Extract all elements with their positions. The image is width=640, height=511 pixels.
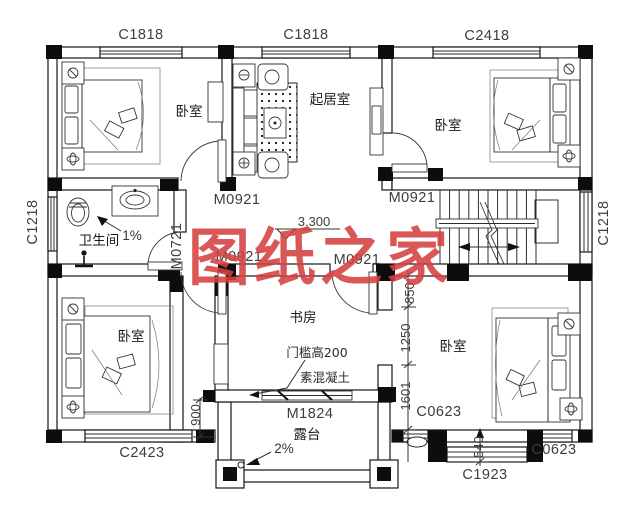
windows xyxy=(47,46,593,463)
label-door-m0921-b: M0921 xyxy=(389,190,436,206)
nightstand-tl-top xyxy=(61,61,85,85)
bathroom-fixtures xyxy=(66,185,159,268)
armchair-top xyxy=(257,63,289,91)
window-c1818-a xyxy=(99,46,183,59)
side-table-top xyxy=(232,63,256,88)
wardrobe-tl xyxy=(207,81,224,123)
level-symbol xyxy=(275,228,340,240)
armchair-bottom xyxy=(257,151,289,179)
slope-arrow-2pct xyxy=(237,451,272,469)
label-level-3300: 3.300 xyxy=(298,214,331,229)
nightstand-br-bottom xyxy=(559,397,583,421)
label-window-c1818-b: C1818 xyxy=(283,27,328,43)
label-dim-540: 540 xyxy=(471,436,486,458)
bed-bl xyxy=(61,305,174,415)
label-window-c1218-right: C1218 xyxy=(596,200,612,245)
stair-direction-arrow xyxy=(458,243,520,251)
window-c2418 xyxy=(432,46,541,59)
wall-knob xyxy=(406,436,428,448)
slope-arrow-1pct xyxy=(97,216,122,232)
label-door-m0721: M0721 xyxy=(169,223,185,270)
study-shelf xyxy=(213,343,229,385)
nightstand-bl-bottom xyxy=(61,395,85,419)
label-door-m0921-d: M0921 xyxy=(334,252,381,268)
door-study xyxy=(331,271,378,315)
label-threshold: 门槛高200 xyxy=(286,345,347,360)
labels: C1818 C1818 C2418 C1218 C1218 C2423 C062… xyxy=(25,27,612,483)
label-slope-2pct: 2% xyxy=(274,441,294,456)
label-door-m0921-c: M0921 xyxy=(216,249,263,265)
label-room-bedroom-tr: 卧室 xyxy=(435,117,462,134)
threshold-leader xyxy=(254,359,306,395)
watermark-text: 图纸之家 xyxy=(188,221,452,294)
window-c1818-b xyxy=(261,46,351,59)
label-room-bedroom-bl: 卧室 xyxy=(118,328,145,345)
nightstand-tr-bottom xyxy=(557,144,581,168)
label-room-terrace: 露台 xyxy=(294,427,321,443)
label-room-bathroom: 卫生间 xyxy=(79,233,120,249)
bed-tl xyxy=(61,67,161,165)
label-window-c1218-left: C1218 xyxy=(25,199,41,244)
nightstand-br-top xyxy=(557,312,581,336)
label-room-bedroom-tl: 卧室 xyxy=(176,103,203,120)
nightstand-tr-top xyxy=(557,57,581,81)
label-door-m1824: M1824 xyxy=(287,406,334,422)
doors xyxy=(147,132,428,448)
nightstand-tl-bottom xyxy=(61,147,85,171)
dimension-graphics xyxy=(193,228,488,469)
label-window-c2423: C2423 xyxy=(119,445,164,461)
label-dim-850: 850 xyxy=(402,282,417,304)
floor-drain xyxy=(75,250,93,268)
bed-tr xyxy=(489,69,571,163)
terrace-post-right xyxy=(369,459,399,489)
door-bedroom-bl xyxy=(180,271,227,315)
furniture xyxy=(61,57,583,423)
label-window-c0623-a: C0623 xyxy=(416,404,461,420)
door-bathroom xyxy=(147,231,183,271)
label-window-c2418: C2418 xyxy=(464,28,509,44)
squat-toilet xyxy=(66,197,90,227)
label-dim-900: 900 xyxy=(188,404,203,426)
window-c0623-b xyxy=(537,429,573,443)
label-dim-1601: 1601 xyxy=(398,382,413,411)
nightstand-bl-top xyxy=(61,297,85,321)
label-room-bedroom-br: 卧室 xyxy=(440,338,467,355)
stair-break-line2 xyxy=(484,201,505,265)
staircase xyxy=(435,190,559,265)
window-c2423 xyxy=(84,429,193,443)
label-window-c1818-a: C1818 xyxy=(118,27,163,43)
window-c1218-left xyxy=(47,196,58,252)
label-door-m0921-a: M0921 xyxy=(214,192,261,208)
label-room-living: 起居室 xyxy=(310,91,351,108)
door-bedroom-tr xyxy=(391,132,428,173)
label-slope-1pct: 1% xyxy=(122,228,142,243)
stair-break-line xyxy=(479,201,500,265)
label-dim-1250: 1250 xyxy=(398,324,413,353)
window-c1218-right xyxy=(579,191,593,253)
label-room-study: 书房 xyxy=(290,310,317,326)
window-c1923 xyxy=(446,446,528,463)
label-concrete: 素混凝土 xyxy=(300,370,350,385)
door-terrace-m1824 xyxy=(261,390,353,401)
door-bedroom-tl xyxy=(180,139,227,183)
label-window-c1923: C1923 xyxy=(462,467,507,483)
label-window-c0623-b: C0623 xyxy=(531,442,576,458)
sink xyxy=(111,185,159,217)
living-room-set xyxy=(232,63,384,179)
